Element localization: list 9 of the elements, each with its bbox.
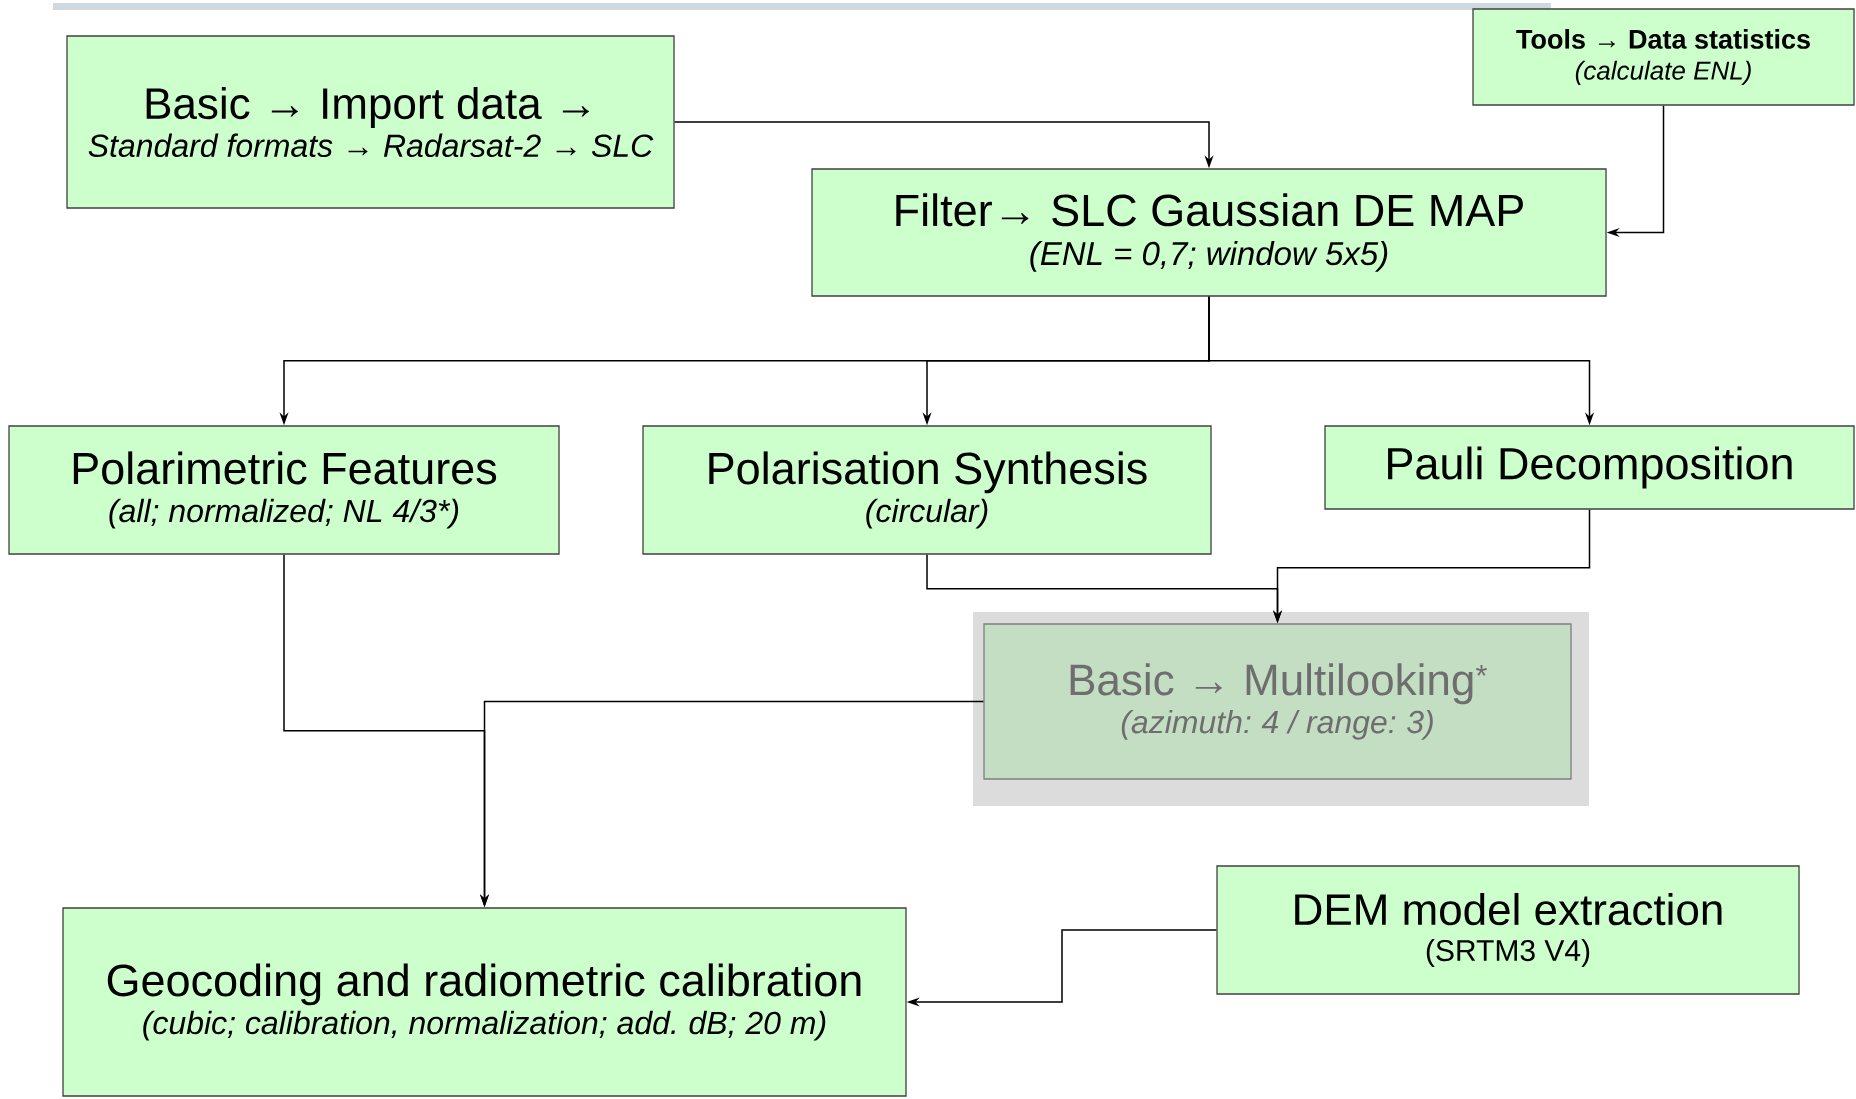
process-box: Polarisation Synthesis (circular) [642, 425, 1212, 555]
tool-box: Tools → Data statistics (calculate ENL) [1472, 8, 1855, 106]
process-box: Filter→ SLC Gaussian DE MAP (ENL = 0,7; window 5x5) [811, 168, 1607, 297]
process-box: Geocoding and radiometric calibration (cubic; calibration, normalization; add. dB; 20 m) [62, 907, 907, 1097]
process-box: Basic → Multilooking$^{*}$ (azimuth: 4 / range: 3) [983, 623, 1572, 780]
process-box: DEM model extraction (SRTM3 V4) [1216, 865, 1800, 995]
process-box: Basic → Import data → Standard formats → Radarsat-2 → SLC [66, 35, 675, 209]
process-box: Pauli Decomposition [1324, 425, 1855, 510]
process-box: Polarimetric Features (all; normalized; NL 4/3*) [8, 425, 560, 555]
